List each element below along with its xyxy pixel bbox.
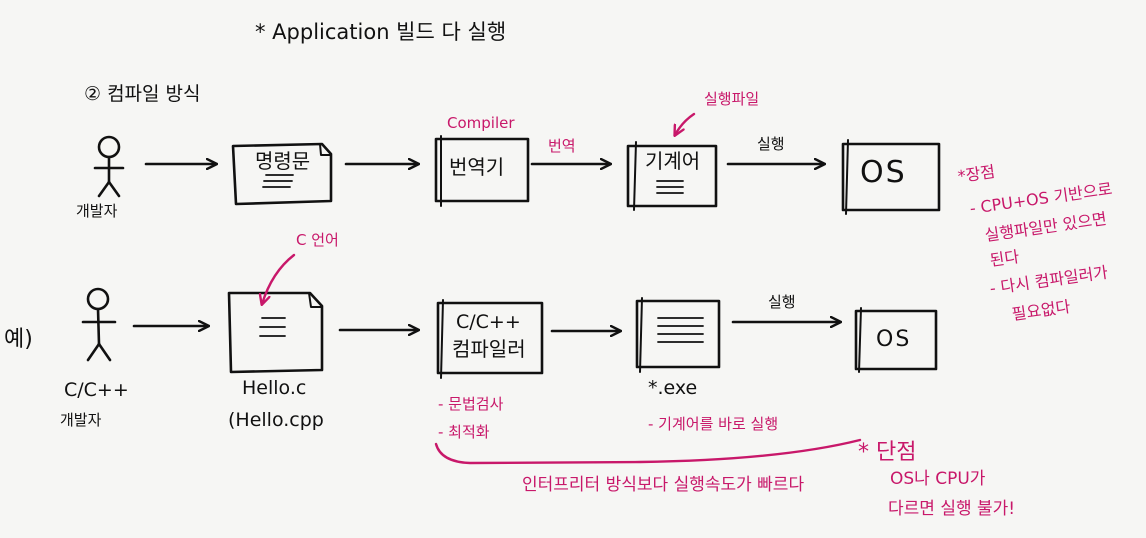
note-optimize: - 최적화: [438, 423, 490, 441]
machine-code-label: 기계어: [645, 149, 701, 173]
machine-code-box: [626, 144, 718, 208]
stick-figure-c-developer: [81, 287, 117, 362]
cons-title: * 단점: [858, 440, 917, 465]
c-source-file-box: [227, 291, 324, 374]
developer-label: 개발자: [76, 202, 118, 220]
os-label: OS: [860, 155, 907, 190]
pink-arrow-c-lang: [262, 253, 296, 304]
c-developer-lang: C/C++: [64, 379, 129, 401]
exe-box: [635, 299, 721, 369]
c-compiler-box: [436, 301, 544, 375]
note-syntax-check: - 문법검사: [438, 395, 504, 413]
example-label: 예): [4, 327, 33, 352]
pink-brace-speed: [434, 438, 862, 465]
run-label: 실행: [757, 135, 785, 153]
c-compiler-label: 컴파일러: [452, 337, 526, 361]
exe-lines: [657, 317, 704, 343]
cons-line-1: OS나 CPU가: [890, 469, 986, 489]
compiler-box: [434, 137, 530, 203]
c-developer-label: 개발자: [60, 411, 102, 429]
os-label-example: OS: [876, 327, 912, 352]
note-machine-run: - 기계어를 바로 실행: [648, 415, 779, 433]
file-c-label: Hello.c: [242, 377, 307, 399]
exe-label: *.exe: [648, 377, 698, 399]
translate-label: 번역: [548, 137, 576, 155]
os-box: [841, 142, 941, 212]
c-compiler-lang: C/C++: [456, 311, 521, 333]
pink-arrow-exec-file: [675, 112, 696, 135]
c-source-file-lines: [259, 317, 286, 337]
os-box-example: [854, 309, 938, 371]
run-label-example: 실행: [768, 293, 796, 311]
compiler-tag: Compiler: [447, 114, 515, 132]
exec-file-label: 실행파일: [704, 90, 760, 108]
file-cpp-label: (Hello.cpp: [228, 409, 324, 431]
compiler-label: 번역기: [449, 155, 505, 179]
machine-code-lines: [656, 180, 684, 194]
source-doc-lines: [262, 174, 294, 188]
source-doc-box: [231, 142, 333, 206]
note-speed: 인터프리터 방식보다 실행속도가 빠르다: [522, 475, 805, 495]
section-title: ② 컴파일 방식: [84, 83, 201, 105]
source-label: 명령문: [255, 149, 311, 173]
stick-figure-developer: [93, 135, 125, 198]
page-title: * Application 빌드 다 실행: [255, 20, 507, 44]
c-lang-label: C 언어: [296, 231, 339, 249]
cons-line-2: 다르면 실행 불가!: [888, 499, 1016, 519]
